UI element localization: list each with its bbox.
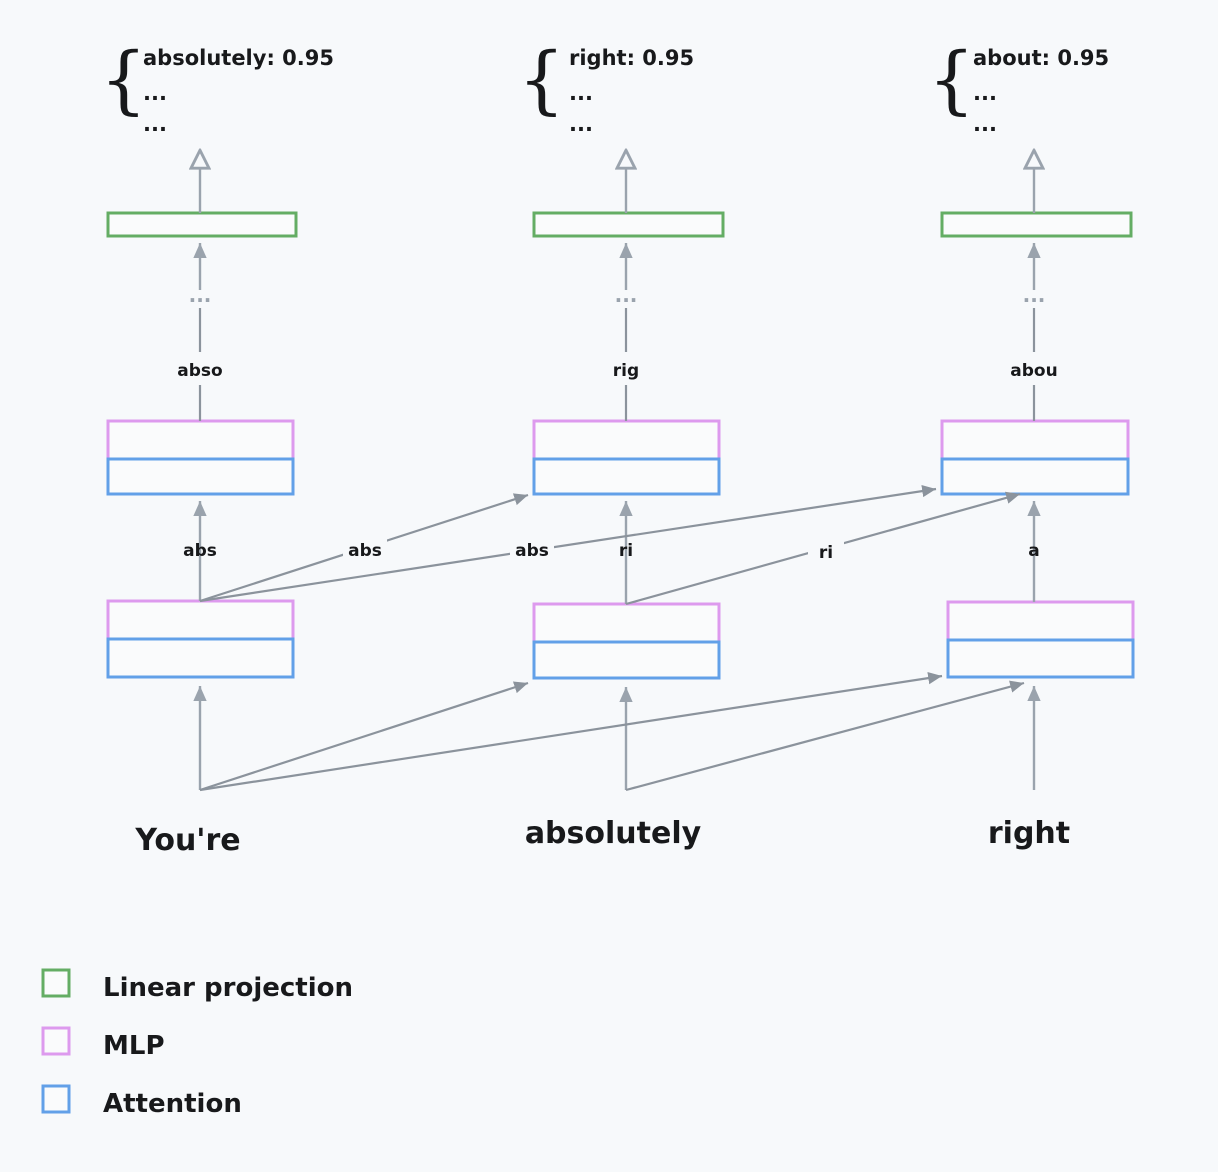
col-1-label-upper-to-linear: abso <box>177 361 222 381</box>
col-2-lower-mlp-box <box>532 602 721 644</box>
col-3-distribution-line-1: about: 0.95 <box>973 46 1109 70</box>
attn-lower-col1-to-col3 <box>199 672 943 792</box>
legend: Linear projection MLP Attention <box>41 968 353 1119</box>
attn-label-col1-to-col3: abs <box>515 541 549 561</box>
col-1-upper-mlp-box <box>106 419 295 461</box>
col-1-distribution-brace: { <box>100 37 147 123</box>
col-1-lower-attention-box <box>106 637 295 679</box>
col-1-distribution-line-3: ... <box>143 112 167 136</box>
col-3-distribution-line-2: ... <box>973 81 997 105</box>
col-3-linear-projection-box <box>940 211 1133 238</box>
col-2-upper-mlp-box <box>532 419 721 461</box>
col-3-distribution-brace: { <box>928 37 975 123</box>
col-2-distribution-line-1: right: 0.95 <box>569 46 694 70</box>
attn-label-col1-to-col2: abs <box>348 541 382 561</box>
col-1-upper-attention-box <box>106 457 295 496</box>
col-3-upper-attention-box <box>940 457 1130 496</box>
col-1-distribution-line-1: absolutely: 0.95 <box>143 46 334 70</box>
col-2-upper-attention-box <box>532 457 721 496</box>
col-1-linear-projection-box <box>106 211 298 238</box>
col-1-lower-mlp-box <box>106 599 295 641</box>
col-2-label-lower-to-upper: ri <box>619 541 633 561</box>
col-3-upper-mlp-box <box>940 419 1130 461</box>
attn-label-group-col1-col2: abs <box>343 537 387 561</box>
col-3-distribution-line-3: ... <box>973 112 997 136</box>
legend-label-mlp: MLP <box>103 1031 165 1061</box>
col-3-label-lower-to-upper: a <box>1028 541 1039 561</box>
col-1-distribution-line-2: ... <box>143 81 167 105</box>
col-2-lower-attention-box <box>532 640 721 680</box>
col-2-input-word: absolutely <box>525 816 702 851</box>
attn-lower-col1-to-col2 <box>199 681 529 792</box>
col-3-lower-mlp-box <box>946 600 1135 642</box>
col-1-label-lower-to-upper: abs <box>183 541 217 561</box>
col-2-linear-projection-box <box>532 211 725 238</box>
col-2-label-upper-to-linear: rig <box>613 361 639 381</box>
col-1-stack-ellipsis: ... <box>189 283 212 307</box>
legend-label-linear-projection: Linear projection <box>103 973 353 1003</box>
col-2-distribution-line-2: ... <box>569 81 593 105</box>
attn-label-col2-to-col3: ri <box>819 543 833 563</box>
legend-swatch-linear-projection <box>41 968 71 998</box>
col-3-lower-attention-box <box>946 638 1135 679</box>
col-1-input-word: You're <box>134 823 240 858</box>
col-2-distribution-line-3: ... <box>569 112 593 136</box>
col-2-stack-ellipsis: ... <box>615 283 638 307</box>
legend-swatch-mlp <box>41 1026 71 1056</box>
attn-lower-col2-to-col3 <box>625 680 1025 792</box>
attn-upper-col1-to-col3 <box>199 484 937 603</box>
col-3-input-word: right <box>988 816 1070 851</box>
col-2-distribution-brace: { <box>518 37 565 123</box>
attn-label-group-col2-col3: ri <box>808 539 844 563</box>
legend-label-attention: Attention <box>103 1089 242 1119</box>
col-3-label-upper-to-linear: abou <box>1010 361 1057 381</box>
col-3-stack-ellipsis: ... <box>1023 283 1046 307</box>
legend-swatch-attention <box>41 1084 71 1114</box>
attn-label-group-col1-col3: abs <box>510 537 554 561</box>
